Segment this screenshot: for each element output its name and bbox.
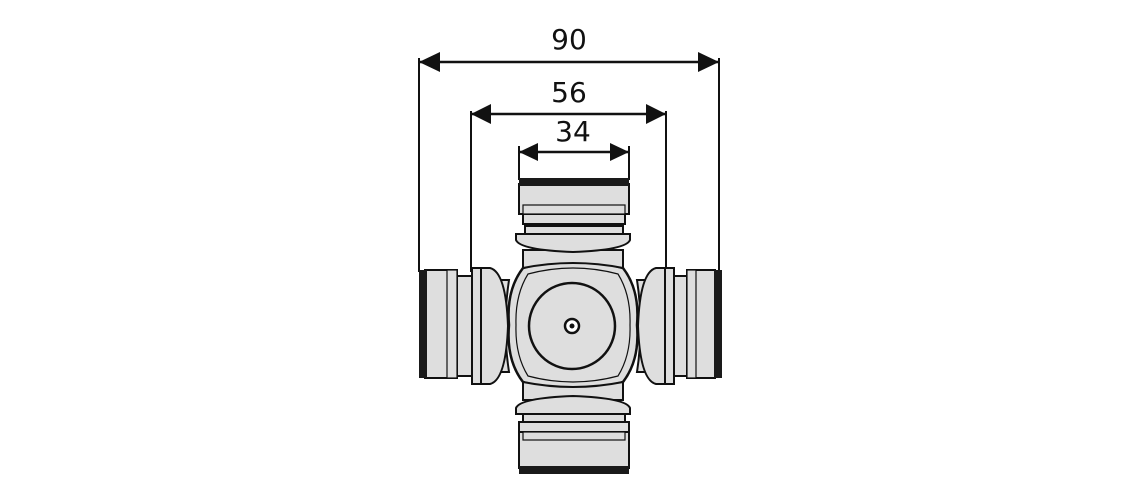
arrow-left-icon <box>471 104 491 124</box>
top-cap-rim <box>522 204 626 215</box>
left-bearing-cap <box>419 267 511 385</box>
left-cap-rim <box>446 269 458 379</box>
top-cap-band <box>519 178 629 186</box>
dimension-34: 34 <box>518 115 630 180</box>
grease-fitting-hole <box>569 323 575 329</box>
top-seal <box>515 233 631 254</box>
bottom-seal <box>515 394 631 415</box>
left-seal <box>480 267 510 385</box>
dimension-label-34: 34 <box>555 115 591 148</box>
arrow-left-icon <box>419 52 440 72</box>
left-cap-step <box>456 275 473 377</box>
bottom-seal-ring <box>522 413 626 423</box>
arrow-left-icon <box>519 143 538 161</box>
left-seal-ring <box>471 267 482 385</box>
dimension-label-90: 90 <box>551 23 587 56</box>
bottom-bearing-cap <box>515 380 631 474</box>
bottom-cap-step <box>518 421 630 433</box>
arrow-right-icon <box>698 52 719 72</box>
dimension-90: 90 <box>418 23 720 272</box>
arrow-right-icon <box>646 104 666 124</box>
top-seal-ring <box>524 225 624 235</box>
arrow-right-icon <box>610 143 629 161</box>
bottom-cap-rim <box>522 431 626 441</box>
dimension-56: 56 <box>470 76 667 272</box>
right-bearing-cap <box>635 267 722 385</box>
dimension-label-56: 56 <box>551 76 587 109</box>
right-seal <box>636 267 666 385</box>
top-cap-step <box>522 213 626 225</box>
right-cap-step <box>673 275 688 377</box>
right-cap-rim <box>686 269 697 379</box>
bottom-trunnion-neck <box>522 380 624 401</box>
cross-body <box>507 259 639 391</box>
right-seal-ring <box>664 267 675 385</box>
top-bearing-cap <box>515 178 631 270</box>
top-trunnion-neck <box>522 249 624 270</box>
left-cap-band <box>419 270 427 378</box>
cross-center-inner-contour <box>515 267 631 383</box>
bottom-cap-band <box>519 466 629 474</box>
right-cap-band <box>714 270 722 378</box>
